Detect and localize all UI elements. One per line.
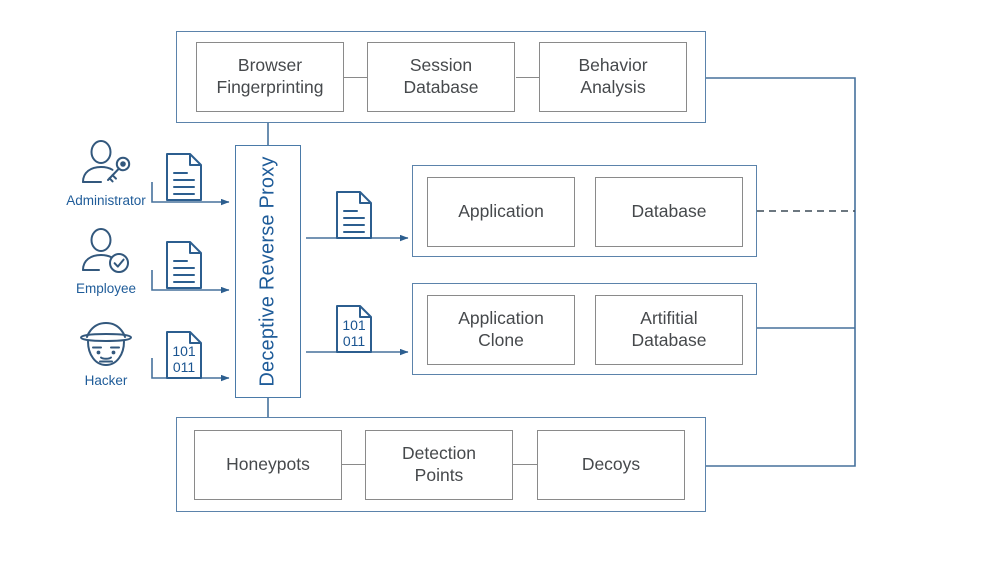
hacker-to-proxy-wire — [151, 358, 230, 382]
actor-label-employee: Employee — [75, 281, 137, 296]
box-database[interactable]: Database — [595, 177, 743, 247]
box-decoys[interactable]: Decoys — [537, 430, 685, 500]
payload-binary-document-hacker — [163, 330, 205, 385]
top-link-1 — [343, 77, 367, 79]
payload-binary-text-hacker: 101 011 — [172, 343, 196, 375]
bottom-link-1 — [341, 464, 365, 466]
hacker-hat-icon — [80, 322, 132, 366]
box-application-clone[interactable]: Application Clone — [427, 295, 575, 365]
actor-administrator[interactable]: Administrator — [60, 140, 152, 208]
admin-to-proxy-wire — [151, 182, 230, 206]
right-bus-wire — [706, 77, 856, 467]
box-session-database[interactable]: Session Database — [367, 42, 515, 112]
box-detection-points[interactable]: Detection Points — [365, 430, 513, 500]
payload-document-admin — [163, 152, 205, 207]
actor-label-administrator: Administrator — [66, 193, 146, 208]
fingerprinting-panel: Browser Fingerprinting Session Database … — [176, 31, 706, 123]
actor-hacker[interactable]: Hacker — [60, 318, 152, 388]
actor-employee[interactable]: Employee — [60, 228, 152, 296]
deceptive-reverse-proxy[interactable]: Deceptive Reverse Proxy — [235, 145, 301, 398]
user-check-icon — [82, 228, 129, 273]
deception-services-panel: Application Clone Artifitial Database — [412, 283, 757, 375]
box-behavior-analysis[interactable]: Behavior Analysis — [539, 42, 687, 112]
top-link-2 — [516, 77, 540, 79]
fake-payload-binary-text: 101 011 — [342, 317, 366, 349]
box-browser-fingerprinting[interactable]: Browser Fingerprinting — [196, 42, 344, 112]
box-artifitial-database[interactable]: Artifitial Database — [595, 295, 743, 365]
payload-document-employee — [163, 240, 205, 295]
actor-label-hacker: Hacker — [84, 373, 128, 388]
real-payload-document-icon — [333, 190, 375, 245]
user-key-icon — [82, 140, 131, 183]
fake-payload-binary-document-icon — [333, 304, 375, 359]
bottom-link-2 — [513, 464, 537, 466]
employee-to-proxy-wire — [151, 270, 230, 294]
real-services-panel: Application Database — [412, 165, 757, 257]
box-honeypots[interactable]: Honeypots — [194, 430, 342, 500]
box-application[interactable]: Application — [427, 177, 575, 247]
proxy-label: Deceptive Reverse Proxy — [256, 156, 279, 387]
deception-layer-panel: Honeypots Detection Points Decoys — [176, 417, 706, 512]
